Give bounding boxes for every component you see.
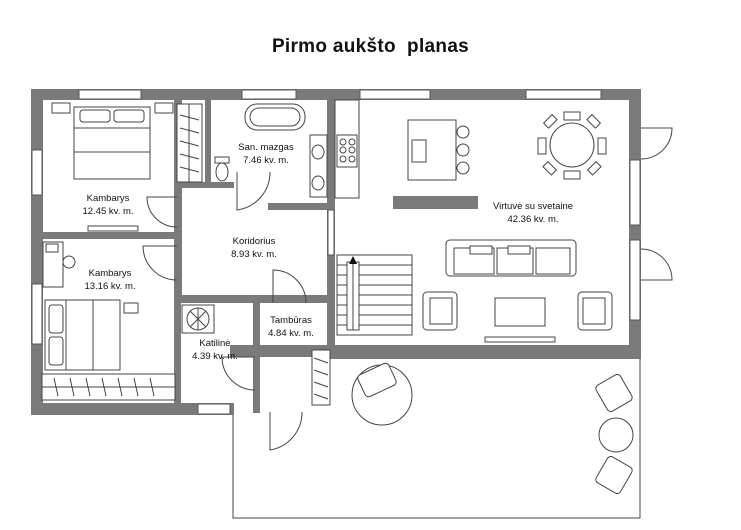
sofa <box>445 239 577 277</box>
armchairs <box>422 291 613 331</box>
sinks <box>309 134 328 198</box>
room-label-bedroom2: Kambarys 13.16 kv. m. <box>84 268 135 292</box>
room-area: 4.39 kv. m. <box>192 351 238 362</box>
room-area: 8.93 kv. m. <box>231 249 277 260</box>
room-name: San. mazgas <box>238 142 294 153</box>
room-name: Virtuvė su svetaine <box>493 201 573 212</box>
room-label-corridor: Koridorius 8.93 kv. m. <box>231 236 277 260</box>
kitchen-island <box>407 119 470 181</box>
room-area: 7.46 kv. m. <box>243 155 289 166</box>
double-bed-2 <box>44 299 139 371</box>
room-label-boiler: Katilinė 4.39 kv. m. <box>192 338 238 362</box>
radiator-1 <box>87 225 139 232</box>
room-label-vestibule: Tambūras 4.84 kv. m. <box>268 315 314 339</box>
toilet <box>214 156 230 182</box>
room-name: Kambarys <box>87 193 130 204</box>
room-label-bedroom1: Kambarys 12.45 kv. m. <box>82 193 133 217</box>
doors <box>142 127 673 451</box>
room-area: 42.36 kv. m. <box>507 214 558 225</box>
room-name: Koridorius <box>233 236 276 247</box>
room-name: Katilinė <box>199 338 230 349</box>
room-area: 12.45 kv. m. <box>82 206 133 217</box>
wardrobe-2 <box>41 373 176 401</box>
double-bed-1 <box>51 102 174 180</box>
staircase <box>336 254 413 336</box>
windows <box>31 89 641 415</box>
room-area: 4.84 kv. m. <box>268 328 314 339</box>
wardrobe-1 <box>176 103 203 183</box>
room-label-bathroom: San. mazgas 7.46 kv. m. <box>238 142 294 166</box>
boiler-unit <box>181 304 215 334</box>
room-name: Kambarys <box>89 268 132 279</box>
room-label-kitchen-living: Virtuvė su svetaine 42.36 kv. m. <box>493 201 573 225</box>
plan-title: Pirmo aukšto planas <box>271 36 470 57</box>
room-area: 13.16 kv. m. <box>84 281 135 292</box>
bathtub <box>244 103 306 131</box>
vestibule-closet <box>311 349 331 406</box>
dining-table <box>537 111 607 180</box>
room-name: Tambūras <box>270 315 312 326</box>
desk-corner <box>42 241 76 288</box>
terrace-furniture <box>351 362 634 495</box>
kitchen-counter <box>334 99 360 199</box>
terrace <box>232 348 641 519</box>
coffee-table <box>484 297 556 343</box>
